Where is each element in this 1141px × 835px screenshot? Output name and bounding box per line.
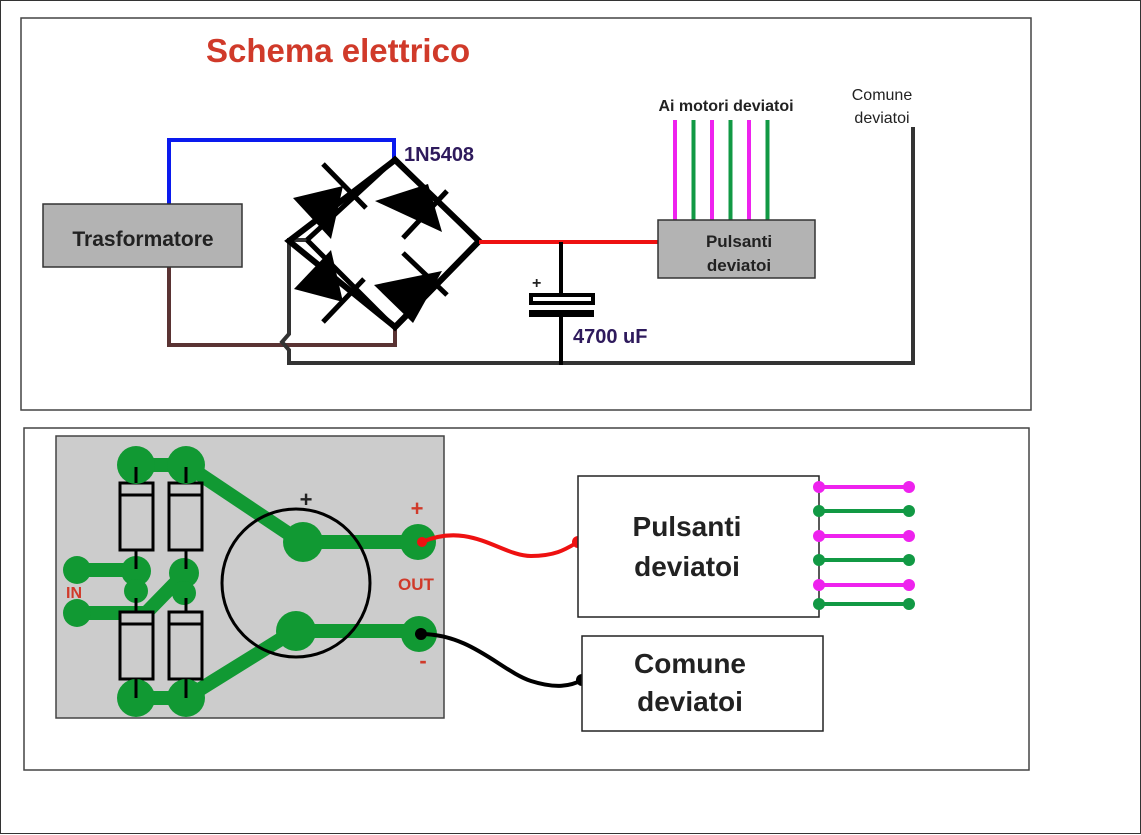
capacitor-plate-positive bbox=[529, 293, 595, 305]
pcb-diode-4 bbox=[167, 610, 204, 681]
switch-wire-terminal bbox=[813, 554, 825, 566]
switch-wire-terminal bbox=[813, 579, 825, 591]
switch-wire-terminal bbox=[813, 598, 825, 610]
switches-box bbox=[657, 219, 816, 279]
switch-wire-terminal bbox=[813, 505, 825, 517]
diode-1-bar bbox=[321, 162, 368, 210]
pcb-diode-2 bbox=[167, 481, 204, 552]
motor-wires bbox=[673, 120, 770, 221]
switch-wire-terminal bbox=[903, 598, 915, 610]
pcb-in-label: IN bbox=[66, 585, 82, 602]
wire-negative-start-dot bbox=[415, 628, 427, 640]
capacitor-plus-label: + bbox=[532, 275, 541, 292]
pcb-minus-label: - bbox=[419, 648, 426, 673]
diode-3-bar bbox=[321, 277, 366, 324]
transformer-box bbox=[42, 203, 243, 268]
transformer-label: Trasformatore bbox=[72, 228, 213, 251]
pcb-diodes bbox=[118, 481, 204, 681]
switch-wire-terminal bbox=[903, 554, 915, 566]
pcb-diode-3 bbox=[118, 610, 155, 681]
wire-output-positive bbox=[421, 533, 580, 559]
diode-part-label: 1N5408 bbox=[404, 144, 474, 166]
wire-ground bbox=[279, 127, 915, 365]
diode-1-icon bbox=[293, 186, 343, 239]
switches-label-line1: Pulsanti bbox=[706, 232, 772, 251]
capacitor-plate-negative bbox=[529, 310, 594, 317]
schematic-title: Schema elettrico bbox=[206, 32, 470, 69]
pcb-common-label-line2: deviatoi bbox=[637, 686, 743, 717]
motors-label: Ai motori deviatoi bbox=[658, 98, 793, 115]
diode-2-bar bbox=[401, 189, 449, 240]
switch-wire-terminal bbox=[903, 505, 915, 517]
switch-wire-terminal bbox=[903, 530, 915, 542]
switches-label-line2: deviatoi bbox=[707, 256, 771, 275]
switch-wire-terminal bbox=[813, 481, 825, 493]
pcb-common-box bbox=[581, 635, 824, 732]
capacitor-value-label: 4700 uF bbox=[573, 326, 647, 348]
pcb-diode-1 bbox=[118, 481, 155, 552]
switch-wire-terminal bbox=[903, 579, 915, 591]
wire-blue bbox=[167, 138, 396, 205]
diode-4-icon bbox=[374, 271, 442, 323]
wire-positive-start-dot bbox=[417, 537, 427, 547]
pcb-switches-label-line2: deviatoi bbox=[634, 551, 740, 582]
switch-wire-terminal bbox=[903, 481, 915, 493]
diode-2-icon bbox=[375, 184, 442, 232]
pcb-plus-label: + bbox=[411, 496, 424, 521]
common-label-line2: deviatoi bbox=[854, 110, 909, 127]
pcb-switches-label-line1: Pulsanti bbox=[633, 511, 742, 542]
pcb-diode-leads bbox=[134, 467, 188, 698]
switch-wires bbox=[813, 481, 915, 610]
wire-output-negative bbox=[420, 632, 583, 688]
common-label-line1: Comune bbox=[852, 87, 913, 104]
switch-wire-terminal bbox=[813, 530, 825, 542]
pcb-capacitor-plus: + bbox=[300, 487, 313, 512]
diode-3-icon bbox=[294, 250, 343, 302]
pcb-out-label: OUT bbox=[398, 575, 435, 594]
diode-4-bar bbox=[401, 251, 449, 297]
pcb-capacitor-outline bbox=[220, 507, 372, 659]
pcb-common-label-line1: Comune bbox=[634, 648, 746, 679]
pcb-switches-box bbox=[577, 475, 820, 618]
